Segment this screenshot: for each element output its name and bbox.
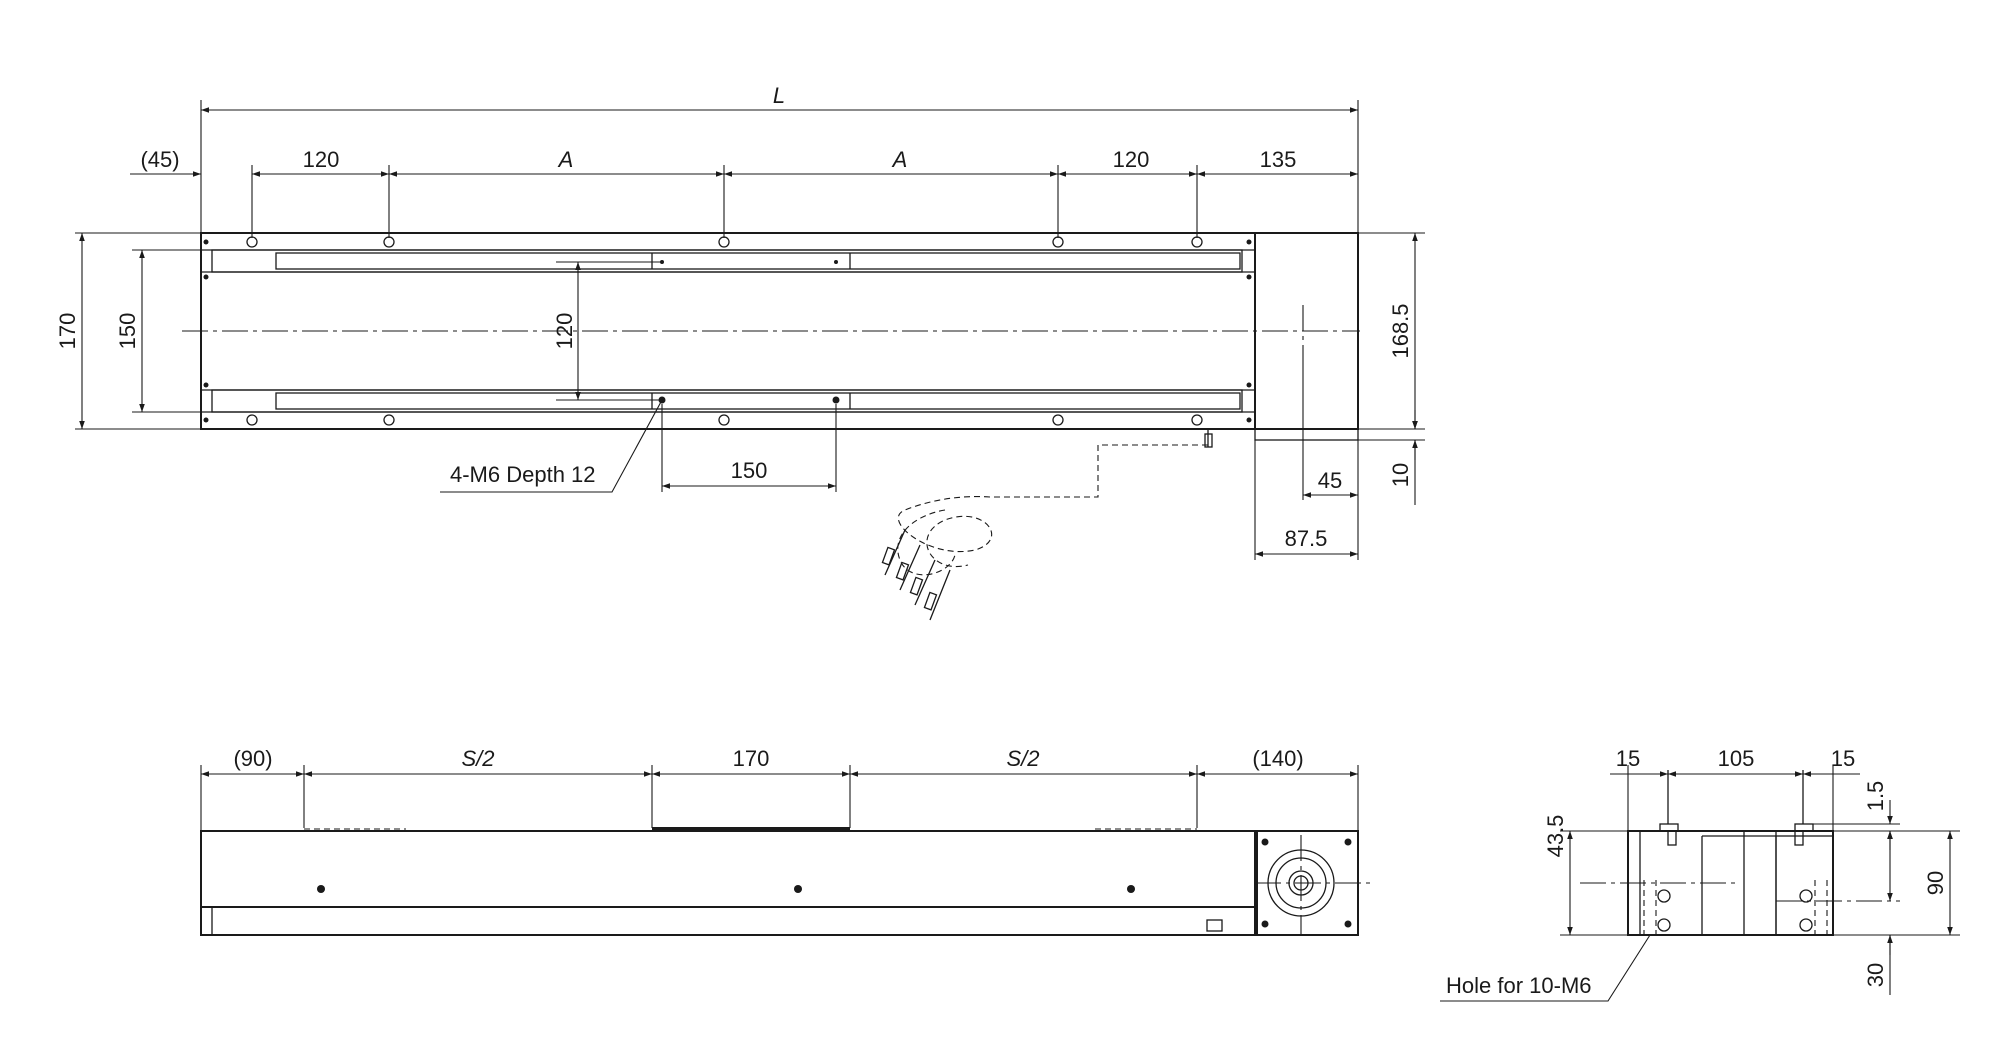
side-body-outline — [200, 830, 1256, 908]
dim-30-label: 30 — [1863, 963, 1888, 987]
top-view: L (45) 120 A A 120 135 170 150 — [55, 83, 1425, 621]
dim-43-5-label: 43.5 — [1543, 815, 1568, 858]
top-view-dimensions: L (45) 120 A A 120 135 170 150 — [55, 83, 1425, 560]
end-view: 15 105 15 1.5 43.5 90 30 — [1440, 746, 1960, 1002]
dim-120-rail-label: 120 — [552, 313, 577, 350]
dim-1-5-label: 1.5 — [1863, 781, 1888, 812]
dim-170-label: 170 — [55, 313, 80, 350]
dim-135-label: 135 — [1260, 147, 1297, 172]
dim-87-5-label: 87.5 — [1285, 526, 1328, 551]
dim-150-left-label: 150 — [115, 313, 140, 350]
dim-168-5-label: 168.5 — [1388, 303, 1413, 358]
carriage-plate — [652, 827, 850, 831]
callout-hole-for-10-m6: Hole for 10-M6 — [1446, 973, 1592, 998]
dim-150-bottom-label: 150 — [731, 458, 768, 483]
dim-10-label: 10 — [1388, 463, 1413, 487]
dim-L-label: L — [773, 83, 785, 108]
end-body-outline — [1627, 830, 1834, 936]
side-base-outline — [200, 906, 1256, 936]
dim-45-label: 45 — [1318, 468, 1342, 493]
dim-s2-left-label: S/2 — [461, 746, 494, 771]
dim-90-label: (90) — [233, 746, 272, 771]
dim-s2-right-label: S/2 — [1006, 746, 1039, 771]
end-view-dimensions: 15 105 15 1.5 43.5 90 30 — [1440, 746, 1960, 1002]
dim-170-side-label: 170 — [733, 746, 770, 771]
dim-A2-label: A — [891, 147, 908, 172]
dim-left-offset-label: (45) — [140, 147, 179, 172]
dim-15-right-label: 15 — [1831, 746, 1855, 771]
side-view: (90) S/2 170 S/2 (140) — [200, 746, 1370, 936]
dim-140-label: (140) — [1252, 746, 1303, 771]
dim-120-left-label: 120 — [303, 147, 340, 172]
cable-assembly — [881, 429, 1213, 621]
callout-4-m6-depth-12: 4-M6 Depth 12 — [450, 462, 596, 487]
dim-15-left-label: 15 — [1616, 746, 1640, 771]
dim-120-right-label: 120 — [1113, 147, 1150, 172]
side-view-dimensions: (90) S/2 170 S/2 (140) — [200, 746, 1359, 831]
dim-90-end-label: 90 — [1923, 871, 1948, 895]
dim-105-label: 105 — [1718, 746, 1755, 771]
dim-A1-label: A — [557, 147, 574, 172]
